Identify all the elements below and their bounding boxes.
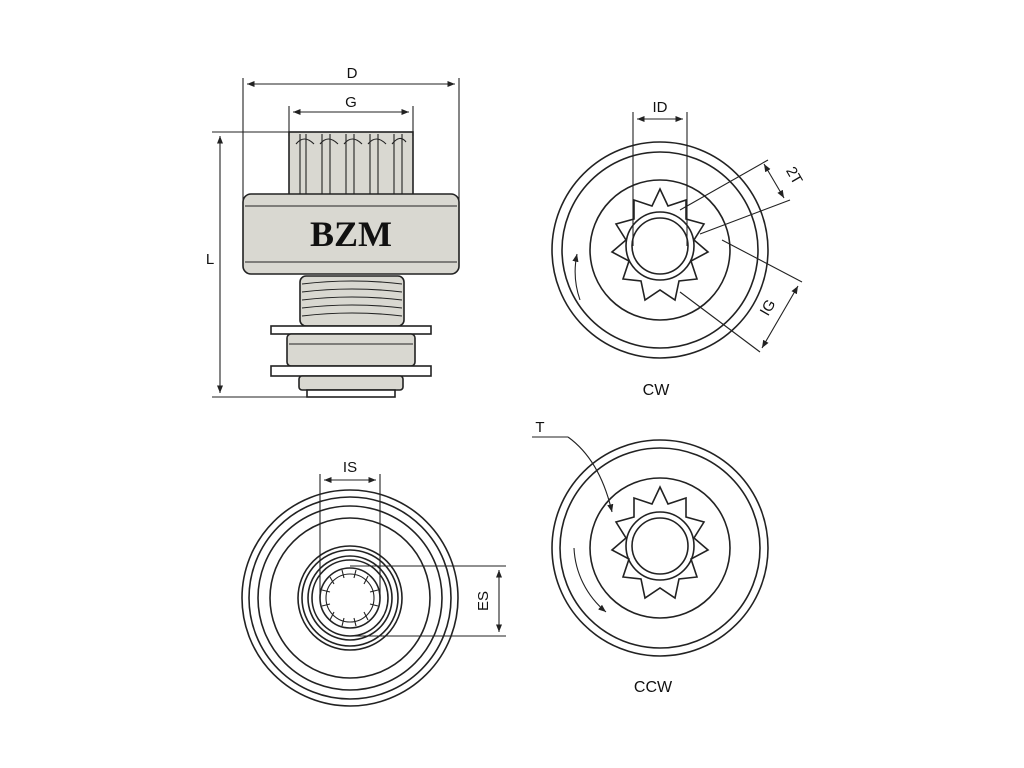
svg-text:ID: ID [653,99,668,116]
svg-text:IS: IS [343,459,357,476]
brand-logo: BZM [310,214,392,254]
svg-text:IG: IG [757,297,780,319]
svg-text:L: L [206,251,214,268]
inner-spline [319,567,381,629]
cw-rotation-arrow [572,253,581,301]
clutch-housing [242,193,460,275]
collar [286,333,416,367]
side-view: BZM D G L [206,65,460,398]
ccw-pinion-gear [610,485,710,600]
cw-label: CW [643,382,671,399]
svg-text:ES: ES [475,591,492,611]
rear-view: IS ES [241,459,506,707]
dimension-2t: 2T [679,159,806,235]
end-ring [298,375,404,391]
svg-text:2T: 2T [782,164,805,188]
dimension-t: T [532,419,614,513]
pinion-gear [288,131,414,197]
dimension-l: L [206,131,307,398]
front-flange [270,325,432,335]
ccw-view: T CCW [532,419,769,696]
ccw-rotation-arrow [573,547,607,613]
dimension-d: D [242,65,460,200]
spring [299,275,405,327]
dimension-es: ES [350,565,506,637]
svg-text:G: G [345,94,357,111]
cw-pinion-gear [610,187,710,302]
svg-text:D: D [347,65,358,82]
rear-flange [270,365,432,377]
ccw-label: CCW [634,679,673,696]
dimension-ig: IG [679,239,803,353]
dimension-g: G [288,94,414,136]
svg-text:T: T [535,419,544,436]
dimension-id: ID [632,99,688,246]
cw-view: ID 2T IG CW [551,99,806,399]
dimension-is: IS [319,459,381,598]
